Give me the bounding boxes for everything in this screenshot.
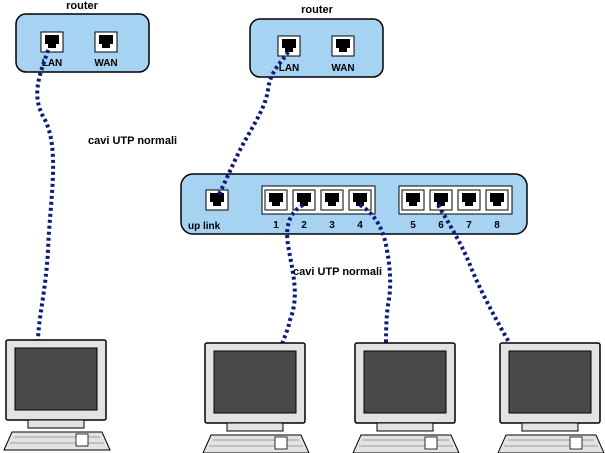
switch-port-label-2: 2 xyxy=(301,220,307,231)
cable-router1-pc1 xyxy=(35,49,56,343)
cable-port6-pc4 xyxy=(436,203,512,345)
switch-uplink-label: up link xyxy=(188,221,221,232)
cable-port4-pc3 xyxy=(358,203,393,347)
switch-port-2 xyxy=(292,189,316,211)
router-1-wan-port xyxy=(94,31,118,53)
switch-port-label-1: 1 xyxy=(273,220,279,231)
cable-label-2: cavi UTP normali xyxy=(293,266,382,278)
computer-1 xyxy=(3,339,111,451)
router-1-wan-label: WAN xyxy=(94,58,117,69)
switch-port-3 xyxy=(320,189,344,211)
switch-port-label-8: 8 xyxy=(494,220,500,231)
router-2: router LAN WAN xyxy=(249,4,384,78)
router-2-body xyxy=(249,18,384,78)
computer-3 xyxy=(352,342,460,453)
switch-port-7 xyxy=(457,189,481,211)
router-1-lan-label: LAN xyxy=(42,58,63,69)
switch-port-1 xyxy=(264,189,288,211)
cable-router2-uplink xyxy=(216,50,290,197)
switch-port-5 xyxy=(401,189,425,211)
router-2-wan-port xyxy=(331,35,355,57)
computer-2 xyxy=(202,342,310,453)
router-2-title: router xyxy=(301,4,334,16)
computer-4 xyxy=(497,342,605,453)
router-1-title: router xyxy=(66,0,99,12)
router-1-body xyxy=(15,13,150,73)
switch: up link 1 2 3 4 5 6 7 8 xyxy=(180,173,528,235)
switch-port-label-5: 5 xyxy=(410,220,416,231)
switch-port-label-3: 3 xyxy=(329,220,335,231)
switch-port-label-4: 4 xyxy=(357,220,363,231)
switch-port-6 xyxy=(429,189,453,211)
switch-port-label-7: 7 xyxy=(466,220,472,231)
switch-port-label-6: 6 xyxy=(438,220,444,231)
router-2-wan-label: WAN xyxy=(331,63,354,74)
router-1: router LAN WAN xyxy=(15,0,150,73)
router-2-lan-label: LAN xyxy=(279,63,300,74)
cable-label-1: cavi UTP normali xyxy=(88,135,177,147)
switch-port-8 xyxy=(485,189,509,211)
switch-uplink-port xyxy=(205,189,229,211)
router-1-lan-port xyxy=(40,31,64,53)
